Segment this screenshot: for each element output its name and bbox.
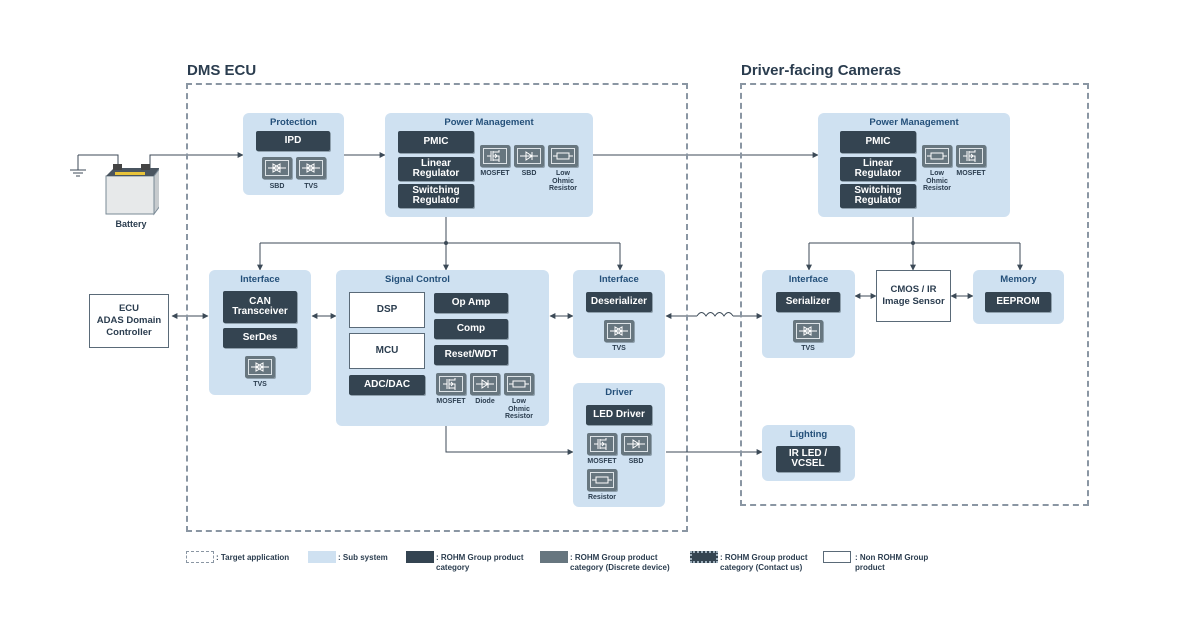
cameras-frame [740,83,1089,506]
mosfet-icon [480,145,510,167]
interface-left-title: Interface [240,274,280,285]
led-driver-block: LED Driver [586,405,652,425]
diode-label: Diode [475,398,495,405]
pmic-block: PMIC [398,131,474,153]
mosfet-icon [956,145,986,167]
resistor-icon [504,373,534,395]
memory-title: Memory [1000,274,1037,285]
sbd-icon [262,157,292,179]
protection-subsystem: Protection [243,113,344,195]
mosfet-label: MOSFET [436,398,466,405]
legend-contact-label: : ROHM Group product category (Contact u… [720,553,808,572]
legend-discrete-swatch [540,551,568,563]
diode-icon [470,373,500,395]
legend-contact-swatch [690,551,718,563]
sbd-icon [514,145,544,167]
can-transceiver-block: CAN Transceiver [223,291,297,323]
ecu-adas-controller: ECU ADAS Domain Controller [89,294,169,348]
linear-regulator-block: Linear Regulator [398,157,474,181]
resistor-icon [587,469,617,491]
mosfet-icon [436,373,466,395]
tvs-icon [296,157,326,179]
comp-block: Comp [434,319,508,339]
legend-subsystem-swatch [308,551,336,563]
legend-non-rohm-label: : Non ROHM Group product [855,553,929,572]
legend-target-swatch [186,551,214,563]
camera-interface-subsystem: Interface [762,270,855,358]
sbd-label: SBD [628,458,644,465]
sbd-icon [621,433,651,455]
camera-switching-regulator-block: Switching Regulator [840,184,916,208]
tvs-label: TVS [801,345,815,352]
battery-icon [103,164,161,223]
protection-title: Protection [270,117,317,128]
low-ohmic-resistor-label: Low Ohmic Resistor [922,170,951,192]
legend-non-rohm-swatch [823,551,851,563]
camera-linear-regulator-block: Linear Regulator [840,157,916,181]
power-management-title: Power Management [444,117,534,128]
legend-target-label: : Target application [216,553,290,562]
interface-right-title: Interface [599,274,639,285]
sbd-label: SBD [521,170,537,177]
camera-pmic-block: PMIC [840,131,916,153]
driver-title: Driver [605,387,633,398]
sbd-label: SBD [269,183,285,190]
tvs-icon [793,320,823,342]
deserializer-block: Deserializer [586,292,652,312]
dms-ecu-title: DMS ECU [187,62,257,79]
switching-regulator-block: Switching Regulator [398,184,474,208]
adc-dac-block: ADC/DAC [349,375,425,395]
lighting-title: Lighting [789,429,828,440]
ir-led-vcsel-block: IR LED / VCSEL [776,446,840,472]
dms-ecu-frame [186,83,688,532]
mosfet-icon [587,433,617,455]
tvs-label: TVS [253,381,267,388]
battery-label: Battery [115,219,147,229]
cameras-title: Driver-facing Cameras [741,62,902,79]
tvs-icon [604,320,634,342]
legend-discrete-label: : ROHM Group product category (Discrete … [570,553,670,572]
tvs-label: TVS [304,183,318,190]
serdes-block: SerDes [223,328,297,348]
camera-interface-title: Interface [788,274,829,285]
low-ohmic-resistor-label: Low Ohmic Resistor [504,398,533,420]
reset-wdt-block: Reset/WDT [434,345,508,365]
resistor-icon [922,145,952,167]
ipd-block: IPD [256,131,330,151]
eeprom-block: EEPROM [985,292,1051,312]
resistor-label: Resistor [587,494,616,501]
serializer-block: Serializer [776,292,840,312]
mosfet-label: MOSFET [480,170,510,177]
low-ohmic-resistor-label: Low Ohmic Resistor [548,170,577,192]
op-amp-block: Op Amp [434,293,508,313]
tvs-icon [245,356,275,378]
mosfet-label: MOSFET [587,458,617,465]
dsp-block: DSP [349,292,425,328]
camera-power-management-title: Power Management [869,117,959,128]
cmos-image-sensor-block: CMOS / IR Image Sensor [876,270,951,322]
tvs-label: TVS [612,345,626,352]
legend-subsystem-label: : Sub system [338,553,388,562]
mosfet-label: MOSFET [956,170,986,177]
resistor-icon [548,145,578,167]
legend-rohm-label: : ROHM Group product category [436,553,524,572]
signal-control-title: Signal Control [385,274,450,285]
interface-right-subsystem: Interface [573,270,665,358]
legend-rohm-swatch [406,551,434,563]
mcu-block: MCU [349,333,425,369]
